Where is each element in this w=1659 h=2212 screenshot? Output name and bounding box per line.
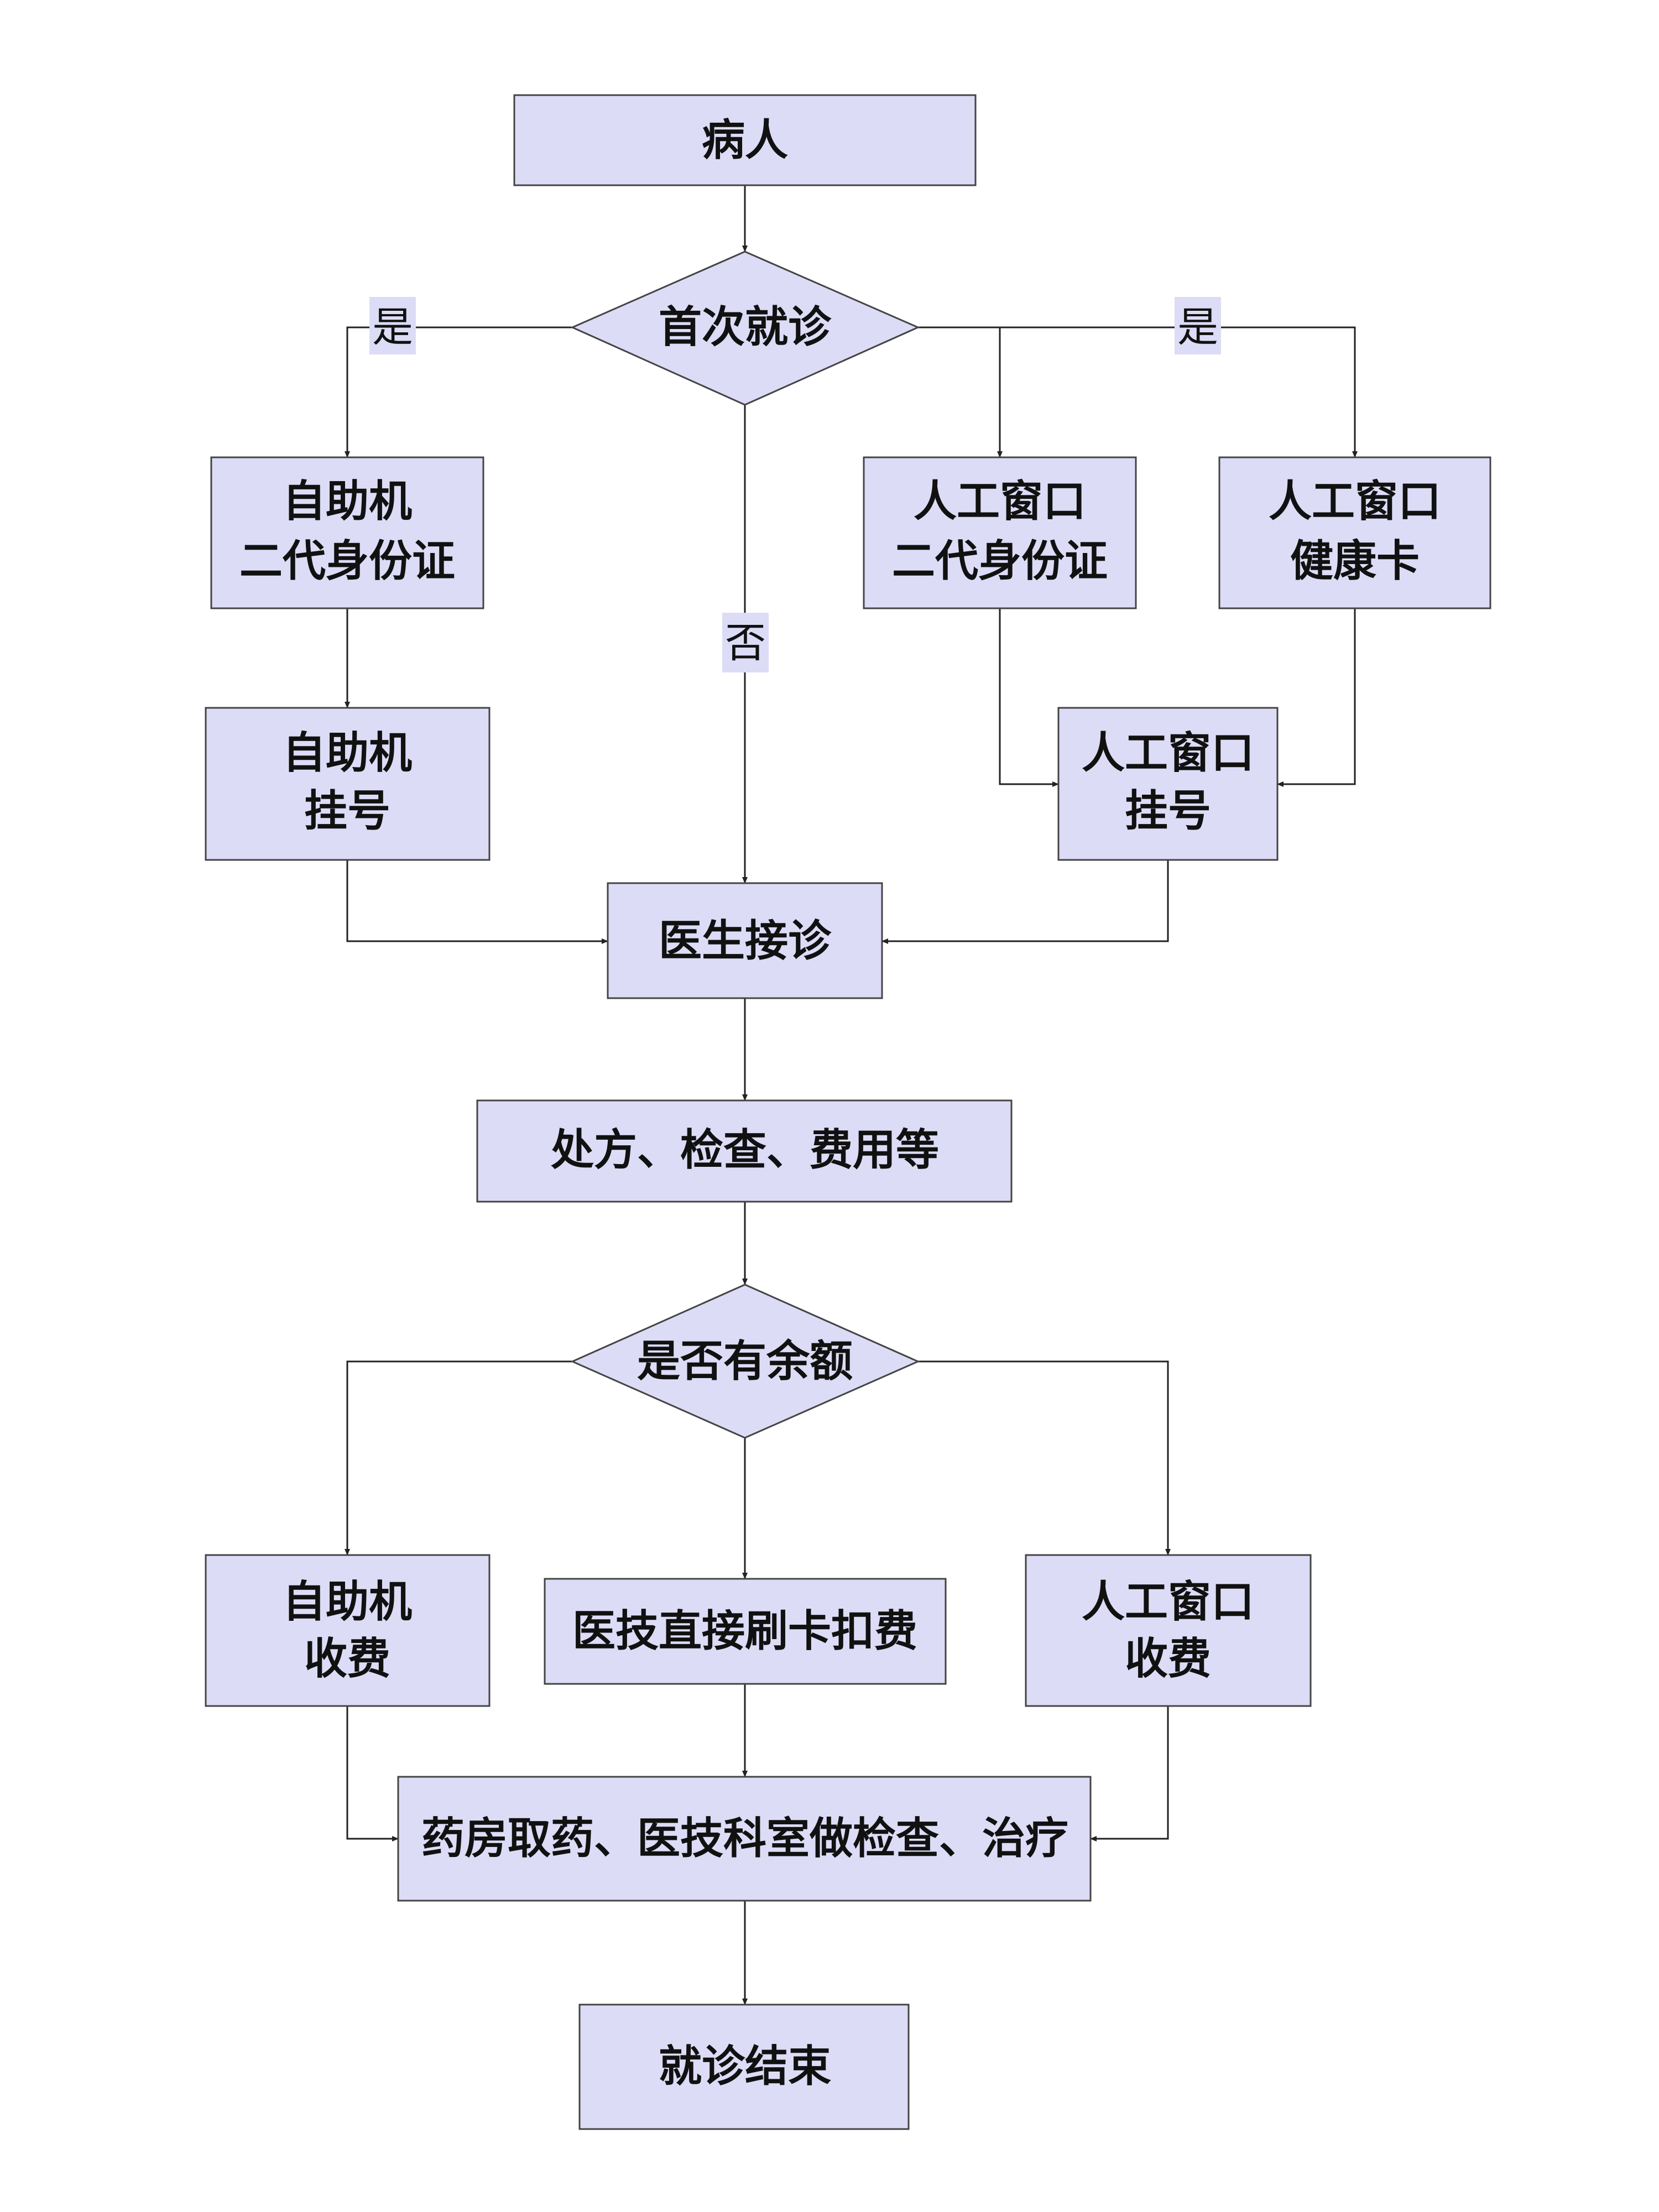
edge-labels: 是 是 否 (369, 297, 1221, 672)
node-self-service-pay-line2: 收费 (304, 1634, 390, 1684)
node-pharmacy-exam-label: 药房取药、医技科室做检查、治疗 (421, 1814, 1068, 1864)
decision-first-visit-label: 首次就诊 (659, 302, 832, 352)
edge-window-pay-to-pharmacy (1090, 1706, 1169, 1841)
edge-self-service-pay-to-pharmacy (346, 1706, 399, 1841)
node-direct-card-debit-box (544, 1578, 947, 1685)
edge-label-yes-left-text: 是 (372, 304, 413, 351)
node-direct-card-debit: 医技直接刷卡扣费 (544, 1578, 947, 1685)
node-prescription-box (476, 1099, 1013, 1203)
node-prescription: 处方、检查、费用等 (476, 1099, 1013, 1203)
edge-label-yes-right-text: 是 (1177, 304, 1218, 351)
node-direct-card-debit-label: 医技直接刷卡扣费 (572, 1606, 917, 1656)
decision-balance: 是否有余额 (570, 1284, 920, 1439)
decision-balance-shape (570, 1284, 920, 1439)
edge-label-yes-right-bg (1175, 297, 1221, 354)
edge-window-register-to-doctor (881, 860, 1169, 944)
node-doctor: 医生接诊 (607, 882, 883, 999)
edges (345, 185, 1358, 2005)
edge-window-id-to-window-register (999, 608, 1059, 787)
node-window-health-card-line1: 人工窗口 (1269, 477, 1441, 526)
node-window-register-line1: 人工窗口 (1082, 728, 1254, 778)
edge-label-yes-right: 是 (1175, 297, 1221, 354)
node-patient-label: 病人 (702, 116, 788, 165)
edge-balance-check-to-self-service-pay (345, 1360, 572, 1556)
node-window-register-box (1057, 707, 1279, 861)
node-self-service-register-line2: 挂号 (304, 786, 390, 836)
node-self-service-pay: 自助机 收费 (205, 1554, 491, 1707)
node-self-service-id-line1: 自助机 (283, 477, 412, 526)
edge-first-visit-yes-to-window-health-card (1000, 326, 1358, 458)
node-end-box (578, 2004, 910, 2130)
edge-label-no: 否 (722, 613, 769, 672)
edge-first-visit-yes-to-self-service-id (345, 326, 572, 458)
node-doctor-box (607, 882, 883, 999)
decision-first-visit: 首次就诊 (570, 251, 920, 406)
node-window-register: 人工窗口 挂号 (1057, 707, 1279, 861)
edge-label-no-bg (722, 613, 769, 672)
node-window-pay-line2: 收费 (1125, 1634, 1211, 1684)
node-window-pay-box (1025, 1554, 1312, 1707)
node-end-label: 就诊结束 (659, 2042, 831, 2091)
decision-balance-label: 是否有余额 (637, 1337, 853, 1386)
edge-label-yes-left: 是 (369, 297, 416, 354)
node-patient-box (513, 94, 977, 186)
node-window-id-line1: 人工窗口 (914, 477, 1086, 526)
node-window-health-card: 人工窗口 健康卡 (1218, 456, 1491, 609)
node-window-pay-line1: 人工窗口 (1082, 1577, 1254, 1627)
node-window-register-line2: 挂号 (1125, 786, 1211, 836)
edge-label-yes-left-bg (369, 297, 416, 354)
node-window-health-card-line2: 健康卡 (1290, 536, 1420, 586)
node-window-id-line2: 二代身份证 (892, 536, 1108, 586)
node-patient: 病人 (513, 94, 977, 186)
node-end: 就诊结束 (578, 2004, 910, 2130)
node-pharmacy-exam: 药房取药、医技科室做检查、治疗 (397, 1776, 1092, 1902)
node-self-service-register-line1: 自助机 (283, 728, 412, 778)
node-window-pay: 人工窗口 收费 (1025, 1554, 1312, 1707)
node-window-id: 人工窗口 二代身份证 (863, 456, 1137, 609)
node-self-service-pay-box (205, 1554, 491, 1707)
node-window-health-card-box (1218, 456, 1491, 609)
node-self-service-register-box (205, 707, 491, 861)
edge-self-service-register-to-doctor (346, 860, 608, 944)
edge-window-health-card-to-window-register (1277, 608, 1356, 787)
node-self-service-id-box (210, 456, 484, 609)
node-self-service-id: 自助机 二代身份证 (210, 456, 484, 609)
node-doctor-label: 医生接诊 (659, 916, 832, 966)
node-self-service-id-line2: 二代身份证 (239, 536, 455, 586)
node-window-id-box (863, 456, 1137, 609)
node-pharmacy-exam-box (397, 1776, 1092, 1902)
nodes: 病人 首次就诊 自助机 二代身份证 人工窗口 二代身份证 人工窗口 健康卡 (205, 94, 1491, 2130)
node-self-service-pay-line1: 自助机 (283, 1577, 412, 1627)
edge-first-visit-yes-to-window-id (918, 326, 1003, 458)
edge-balance-check-to-window-pay (918, 1360, 1171, 1556)
node-self-service-register: 自助机 挂号 (205, 707, 491, 861)
decision-first-visit-shape (570, 251, 920, 406)
edge-label-no-text: 否 (725, 619, 766, 667)
node-prescription-label: 处方、检查、费用等 (551, 1125, 939, 1175)
